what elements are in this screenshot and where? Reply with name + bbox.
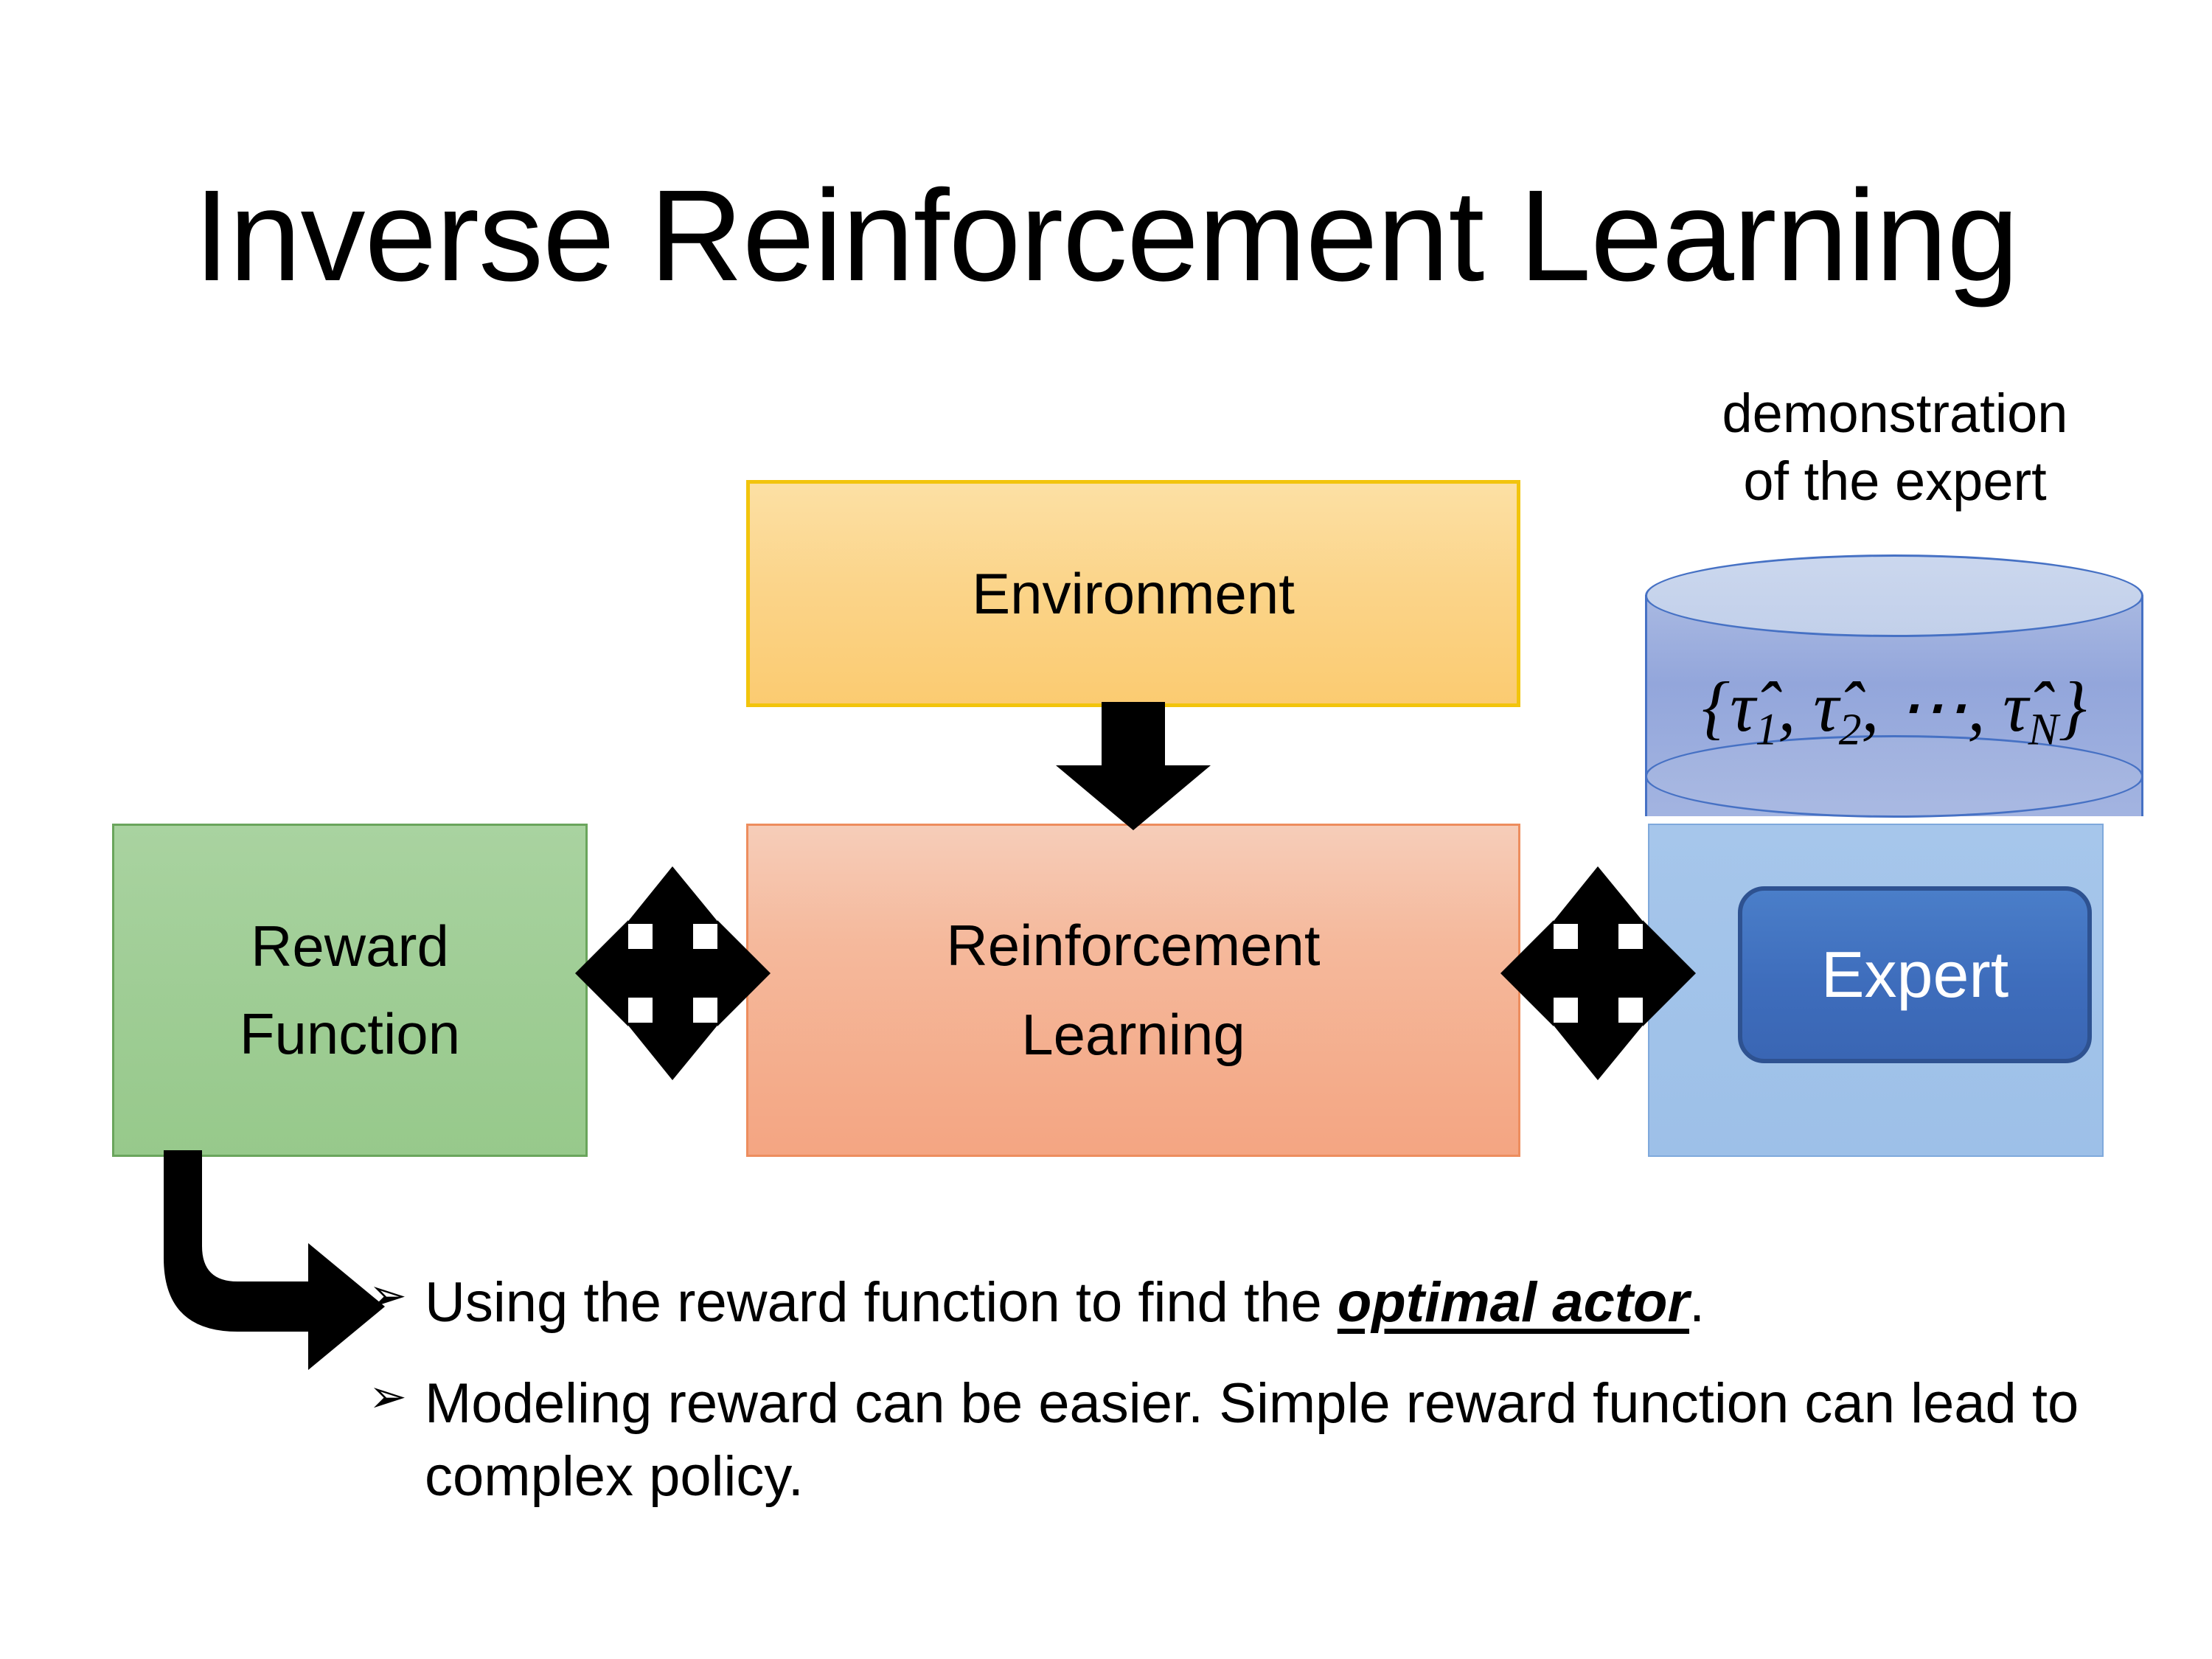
cylinder-bottom-ellipse bbox=[1645, 735, 2143, 818]
formula-sep-3: , bbox=[1967, 667, 2003, 746]
bullet-list: ➢ Using the reward function to find the … bbox=[369, 1267, 2101, 1541]
diagram-box-reward-function-label: Reward Function bbox=[239, 914, 461, 1066]
bullet-text-2: Modeling reward can be easier. Simple re… bbox=[425, 1371, 2079, 1508]
formula-close-brace: } bbox=[2058, 667, 2087, 746]
bullet-text-1-emphasis: optimal actor bbox=[1337, 1271, 1690, 1334]
elbow-arrow-icon bbox=[164, 1150, 385, 1370]
diagram-box-environment[interactable]: Environment bbox=[746, 480, 1520, 707]
list-item: ➢ Using the reward function to find the … bbox=[369, 1267, 2101, 1340]
formula-sep-1: , bbox=[1778, 667, 1814, 746]
diagram-box-environment-label: Environment bbox=[972, 560, 1295, 626]
formula-term-n-subscript: N bbox=[2028, 704, 2059, 755]
formula-open-brace: { bbox=[1701, 667, 1731, 746]
expert-trajectory-formula: {τ̂1, τ̂2, ⋯, τ̂N} bbox=[1645, 665, 2143, 756]
expert-trajectory-cylinder: {τ̂1, τ̂2, ⋯, τ̂N} bbox=[1645, 554, 2143, 857]
formula-term-n: τ̂ bbox=[2003, 667, 2028, 746]
bullet-text-1-prefix: Using the reward function to find the bbox=[425, 1271, 1338, 1334]
bullet-marker-icon: ➢ bbox=[369, 1270, 407, 1321]
expert-chip[interactable]: Expert bbox=[1738, 886, 2092, 1063]
cylinder-top-ellipse bbox=[1645, 554, 2143, 637]
formula-term-1-subscript: 1 bbox=[1755, 704, 1778, 755]
expert-demonstration-caption: demonstration of the expert bbox=[1722, 383, 2068, 512]
page-title: Inverse Reinforcement Learning bbox=[193, 164, 2019, 308]
bullet-text-1: Using the reward function to find the op… bbox=[425, 1267, 2101, 1340]
four-way-arrow-icon-right bbox=[1500, 866, 1696, 1080]
list-item: ➢ Modeling reward can be easier. Simple … bbox=[369, 1368, 2101, 1514]
formula-term-1: τ̂ bbox=[1730, 667, 1756, 746]
formula-ellipsis: ⋯ bbox=[1896, 667, 1968, 746]
down-arrow-icon bbox=[1056, 702, 1211, 830]
diagram-box-reward-function[interactable]: Reward Function bbox=[112, 824, 588, 1157]
expert-chip-label: Expert bbox=[1820, 938, 2009, 1011]
diagram-box-reinforcement-learning-label: Reinforcement Learning bbox=[946, 913, 1321, 1067]
formula-sep-2: , bbox=[1861, 667, 1897, 746]
formula-term-2-subscript: 2 bbox=[1838, 704, 1862, 755]
formula-term-2: τ̂ bbox=[1813, 667, 1839, 746]
diagram-box-reinforcement-learning[interactable]: Reinforcement Learning bbox=[746, 824, 1520, 1157]
bullet-text-1-suffix: . bbox=[1689, 1271, 1705, 1334]
four-way-arrow-icon-left bbox=[575, 866, 771, 1080]
bullet-marker-icon: ➢ bbox=[369, 1371, 407, 1422]
